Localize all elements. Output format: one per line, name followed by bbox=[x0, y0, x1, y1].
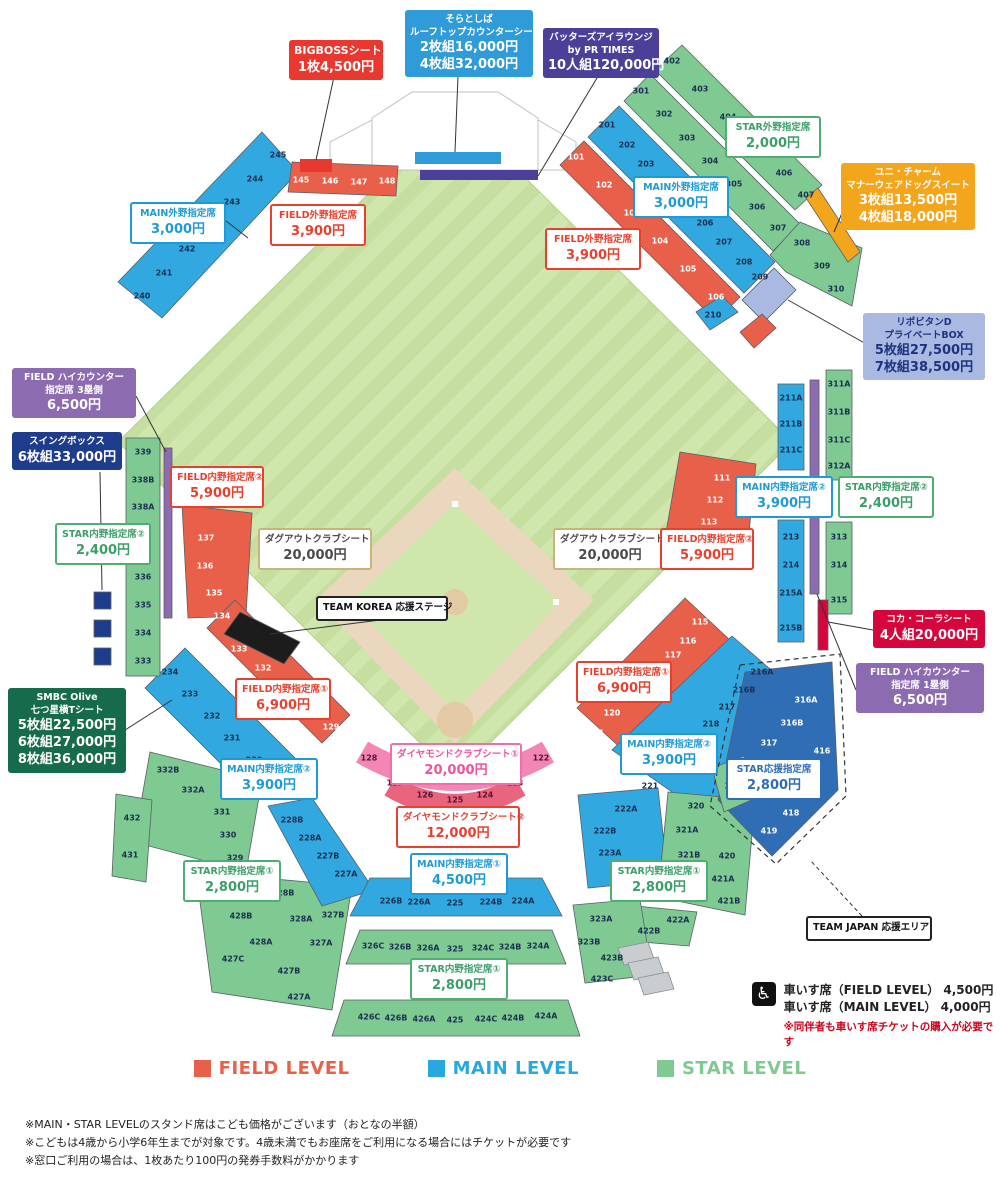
legend-label: STAR LEVEL bbox=[681, 1058, 807, 1079]
legend-swatch bbox=[656, 1060, 674, 1077]
stand-star-313-315-strip bbox=[825, 521, 853, 615]
swing-box-1 bbox=[93, 591, 112, 610]
stand-star-infield1-center-upper bbox=[345, 929, 567, 965]
stand-field-infield2-left bbox=[181, 504, 253, 619]
gray-block-3 bbox=[637, 971, 675, 996]
swing-box-3 bbox=[93, 647, 112, 666]
wheelchair-info: ♿ 車いす席（FIELD LEVEL） 4,500円車いす席（MAIN LEVE… bbox=[752, 982, 1000, 1049]
wheelchair-icon: ♿ bbox=[752, 982, 776, 1006]
rooftop-counter-seat-block bbox=[415, 152, 501, 164]
scoreboard-area bbox=[329, 91, 577, 171]
wheelchair-price-line: 車いす席（FIELD LEVEL） 4,500円 bbox=[783, 983, 994, 997]
diamond-club-2-arc bbox=[384, 776, 526, 816]
legend-label: MAIN LEVEL bbox=[452, 1058, 579, 1079]
legend-item-field-level: FIELD LEVEL bbox=[193, 1058, 350, 1079]
team-korea-stage-block bbox=[223, 611, 301, 665]
field-hicounter-1b-strip bbox=[809, 379, 820, 595]
stand-field-right-corner bbox=[739, 313, 777, 349]
stand-field-outfield-right bbox=[559, 140, 741, 322]
coca-cola-seat-strip bbox=[817, 599, 829, 651]
stand-main-211-strip bbox=[777, 383, 805, 471]
stand-star-311-strip bbox=[825, 369, 853, 481]
leader-lines bbox=[99, 71, 874, 917]
scoreboard-left-wing bbox=[329, 119, 373, 171]
stand-main-213-215-strip bbox=[777, 519, 805, 643]
wheelchair-prices: 車いす席（FIELD LEVEL） 4,500円車いす席（MAIN LEVEL）… bbox=[784, 982, 1000, 1017]
swing-box-2 bbox=[93, 619, 112, 638]
legend-item-main-level: MAIN LEVEL bbox=[427, 1058, 579, 1079]
lipovitan-private-box-block bbox=[741, 267, 797, 323]
stand-star-bottom-left-3 bbox=[195, 871, 353, 1011]
footnote: ※こどもは4歳から小学6年生までが対象です。4歳未満でもお座席をご利用になる場合… bbox=[25, 1135, 572, 1149]
unicharm-dog-suite-block bbox=[805, 187, 861, 263]
field-hicounter-3b-strip bbox=[163, 447, 173, 619]
stand-main-infield1-center bbox=[349, 877, 563, 917]
team-japan-dashed-outline bbox=[709, 653, 847, 865]
wheelchair-price-line: 車いす席（MAIN LEVEL） 4,000円 bbox=[783, 1000, 991, 1015]
level-legend: FIELD LEVEL MAIN LEVEL STAR LEVEL bbox=[0, 1058, 1000, 1079]
stand-star-left-column bbox=[125, 437, 161, 677]
home-plate-circle bbox=[437, 702, 473, 738]
stand-star-infield1-center-lower bbox=[331, 999, 581, 1037]
legend-swatch bbox=[193, 1060, 211, 1077]
legend-item-star-level: STAR LEVEL bbox=[656, 1058, 807, 1079]
pitchers-mound bbox=[442, 589, 468, 615]
stand-star-bottom-left-2 bbox=[111, 793, 153, 883]
first-base bbox=[553, 599, 559, 605]
stand-field-infield2-right bbox=[663, 451, 757, 563]
stand-main-222-223 bbox=[577, 787, 669, 889]
batters-eye-lounge-block bbox=[420, 170, 538, 180]
footnote: ※窓口ご利用の場合は、1枚あたり100円の発券手数料がかかります bbox=[25, 1153, 360, 1167]
footnote: ※MAIN・STAR LEVELのスタンド席はこども価格がございます（おとなの半… bbox=[25, 1118, 425, 1131]
playing-field bbox=[117, 107, 793, 779]
third-base bbox=[351, 599, 357, 605]
wheelchair-note: ※同伴者も車いす席チケットの購入が必要です bbox=[783, 1020, 994, 1048]
stand-main-210 bbox=[695, 295, 739, 331]
footnotes: ※MAIN・STAR LEVELのスタンド席はこども価格がございます（おとなの半… bbox=[25, 1116, 571, 1169]
bigboss-seat-block bbox=[300, 159, 332, 172]
second-base bbox=[452, 501, 458, 507]
legend-label: FIELD LEVEL bbox=[218, 1058, 350, 1079]
legend-swatch bbox=[427, 1060, 445, 1077]
